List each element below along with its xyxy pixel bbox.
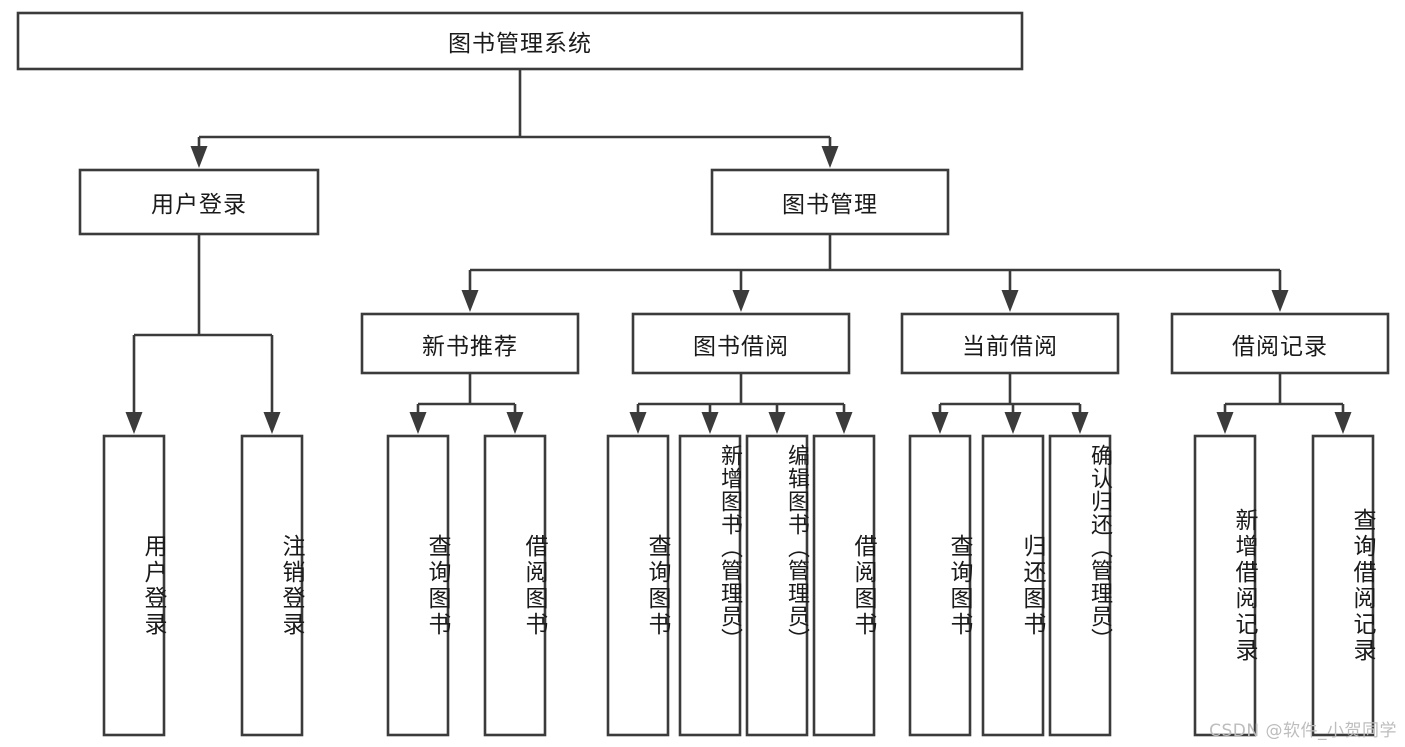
nodes-layer — [16, 11, 1390, 737]
arrowhead-icon — [263, 412, 281, 434]
node-box-leaf-query-book-current[interactable] — [908, 434, 972, 737]
node-box-leaf-borrow-book-new[interactable] — [483, 434, 547, 737]
connector-conn-root — [190, 69, 839, 168]
arrowhead-icon — [1004, 412, 1022, 434]
arrowhead-icon — [1001, 290, 1019, 312]
node-box-leaf-add-record[interactable] — [1193, 434, 1257, 737]
arrowhead-icon — [1271, 290, 1289, 312]
arrowhead-icon — [506, 412, 524, 434]
arrowhead-icon — [629, 412, 647, 434]
node-box-leaf-edit-book[interactable] — [745, 434, 809, 737]
arrowhead-icon — [190, 146, 208, 168]
node-box-bookmgmt[interactable] — [710, 168, 950, 236]
connector-conn-borrow — [629, 373, 853, 434]
arrowhead-icon — [1334, 412, 1352, 434]
node-box-current[interactable] — [900, 312, 1120, 375]
node-box-leaf-add-book[interactable] — [678, 434, 742, 737]
arrowhead-icon — [821, 146, 839, 168]
arrowhead-icon — [835, 412, 853, 434]
csdn-watermark: CSDN @软件_小贺同学 — [1209, 721, 1397, 741]
connector-conn-login — [125, 234, 281, 434]
connector-conn-newbook — [409, 373, 524, 434]
connector-conn-records — [1216, 373, 1352, 434]
arrowhead-icon — [931, 412, 949, 434]
node-box-leaf-query-record[interactable] — [1311, 434, 1375, 737]
node-box-leaf-query-book-borrow[interactable] — [606, 434, 670, 737]
node-box-leaf-query-book-new[interactable] — [386, 434, 450, 737]
connector-conn-bookmgmt — [461, 234, 1289, 312]
connectors-layer — [125, 69, 1352, 434]
node-box-borrow[interactable] — [631, 312, 851, 375]
arrowhead-icon — [732, 290, 750, 312]
arrowhead-icon — [125, 412, 143, 434]
node-box-leaf-return-book[interactable] — [981, 434, 1045, 737]
arrowhead-icon — [1071, 412, 1089, 434]
node-box-leaf-user-login[interactable] — [102, 434, 166, 737]
arrowhead-icon — [768, 412, 786, 434]
arrowhead-icon — [409, 412, 427, 434]
arrowhead-icon — [1216, 412, 1234, 434]
connector-conn-current — [931, 373, 1089, 434]
arrowhead-icon — [461, 290, 479, 312]
node-box-root[interactable] — [16, 11, 1024, 71]
node-box-login[interactable] — [78, 168, 320, 236]
node-box-leaf-confirm-return[interactable] — [1048, 434, 1112, 737]
node-box-newbook[interactable] — [360, 312, 580, 375]
node-box-leaf-borrow-book[interactable] — [812, 434, 876, 737]
node-box-records[interactable] — [1170, 312, 1390, 375]
arrowhead-icon — [701, 412, 719, 434]
node-box-leaf-logout[interactable] — [240, 434, 304, 737]
